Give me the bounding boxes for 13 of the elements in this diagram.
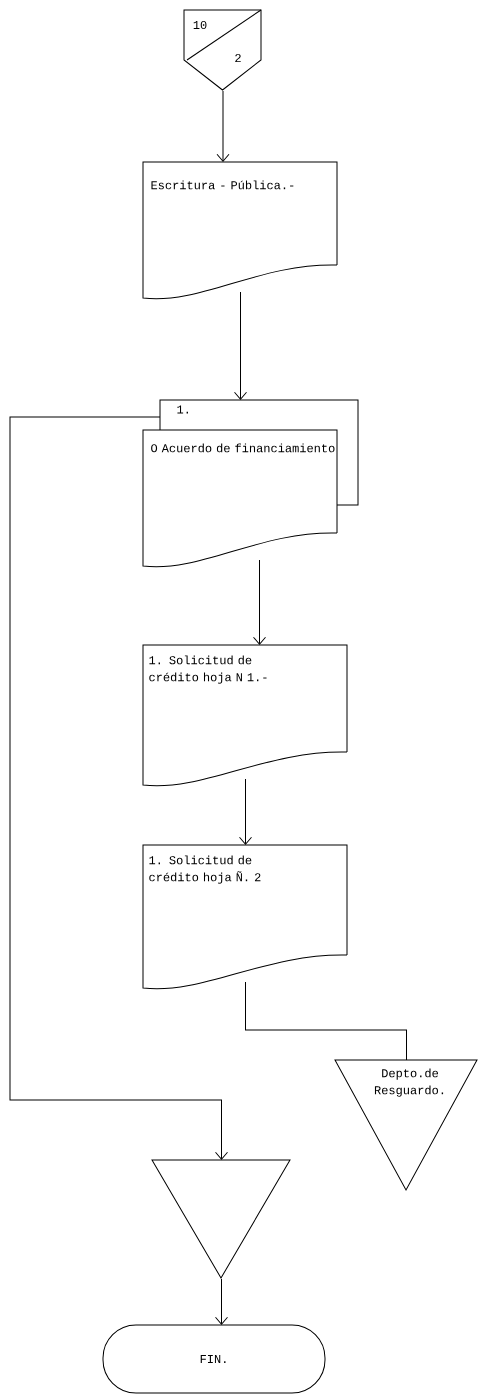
terminator: FIN.	[102, 1324, 326, 1394]
offpage-connector: 10 2	[183, 9, 262, 91]
arrow	[239, 778, 252, 845]
arrow	[9, 416, 228, 1160]
document-box: Escritura - Pública.-	[142, 161, 338, 300]
document-box: 1. Solicitud de crédito hoja Ñ. 2	[142, 844, 348, 990]
arrow	[216, 90, 230, 162]
arrow	[215, 1278, 228, 1325]
triangle-symbol	[151, 1159, 291, 1279]
node-label: 1.	[177, 405, 188, 414]
arrow	[234, 291, 247, 400]
document-box: 1. Solicitud de crédito hoja N 1.-	[142, 644, 348, 787]
arrow	[253, 559, 266, 645]
